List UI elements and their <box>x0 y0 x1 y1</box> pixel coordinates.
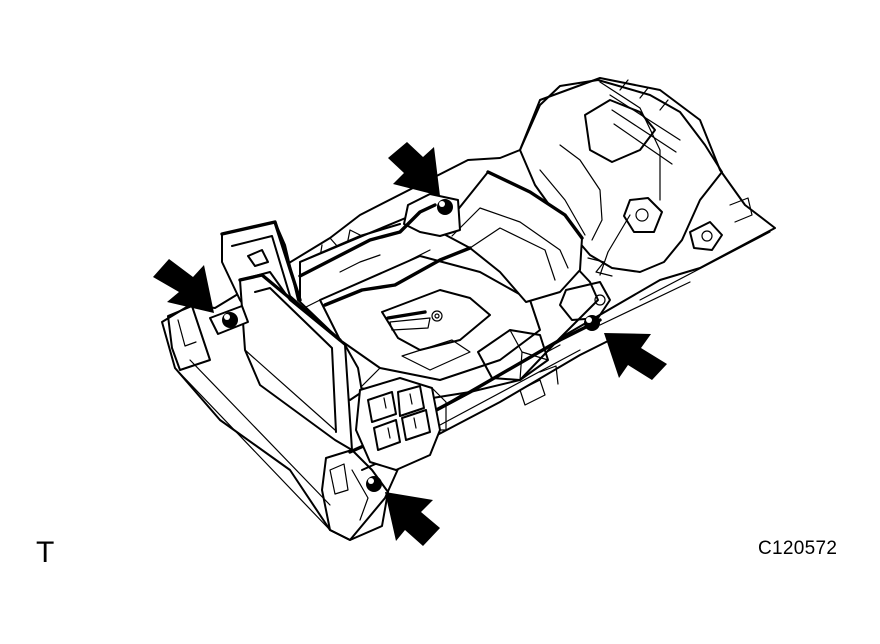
front-bracket <box>209 220 363 451</box>
clip-points <box>222 199 600 492</box>
clip-right <box>584 315 600 331</box>
corner-mark: T <box>36 536 55 569</box>
callout-arrow-bottom <box>385 492 440 546</box>
arrow-icon <box>153 259 214 313</box>
clip-left <box>222 312 238 328</box>
clip-bottom <box>366 476 382 492</box>
callout-arrow-left <box>153 259 214 313</box>
arrow-icon <box>385 492 440 546</box>
side-frame <box>298 203 472 307</box>
arrow-icon <box>388 142 440 196</box>
connector-block <box>355 377 447 471</box>
callout-arrow-top <box>388 142 440 196</box>
arrow-icon <box>604 333 667 380</box>
callout-arrow-right <box>604 333 667 380</box>
figure-code: C120572 <box>758 538 838 559</box>
clip-top <box>437 199 453 215</box>
